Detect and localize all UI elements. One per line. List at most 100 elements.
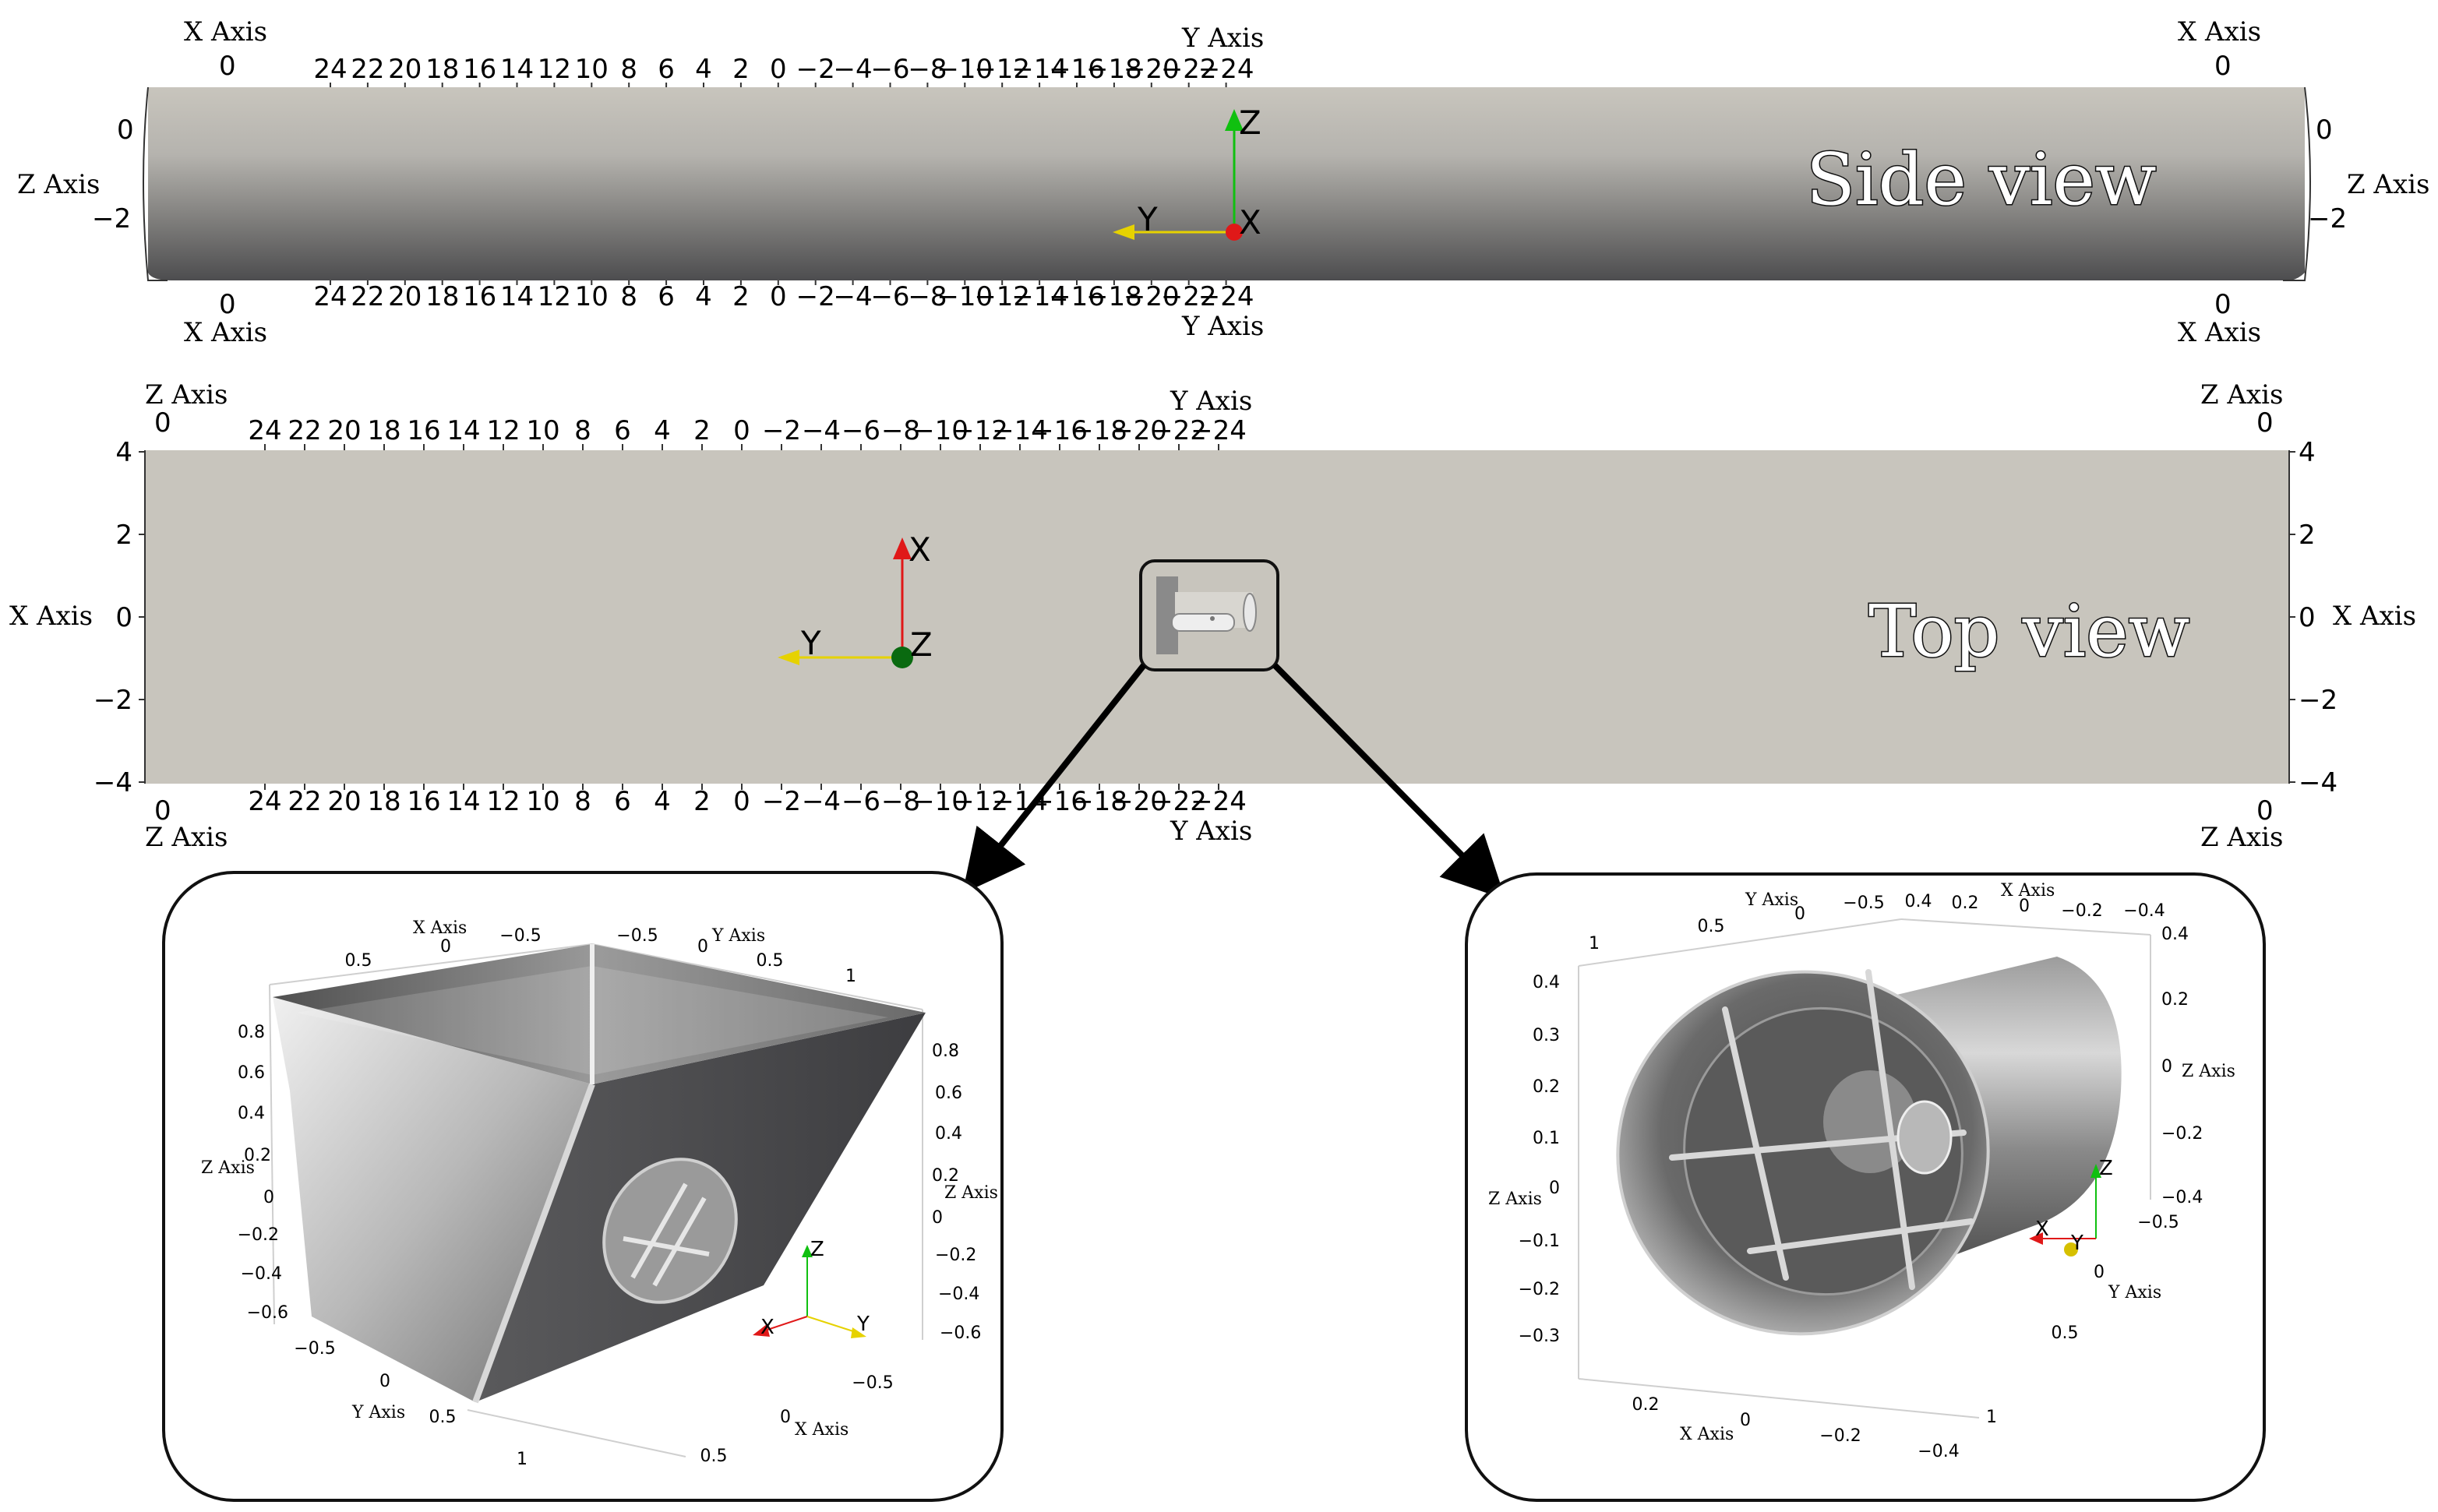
tick-label: −24 [1191,786,1247,817]
tick-label: 0 [1794,904,1805,924]
right-inset-x-axis-title-bottom: X Axis [1680,1425,1734,1444]
top-right-tick-labels: 420−2−4 [2289,437,2337,798]
tick-label: −0.5 [294,1339,335,1359]
tick-label: 12 [538,54,571,85]
right-inset-right-tick-labels: 0.40.20−0.2−0.4 [2161,925,2203,1207]
tick-label: 0.2 [1632,1395,1660,1415]
tick-label: −18 [1086,281,1142,312]
tick-label: −16 [1032,415,1088,446]
tick-label: 0 [733,786,750,817]
tick-label: 6 [658,281,675,312]
tick-label: 0.1 [1533,1129,1560,1148]
top-top-center-axis-title: Y Axis [1170,386,1252,417]
tick-label: 0 [2019,897,2030,916]
top-bottom-left-zero: 0 [154,795,171,826]
right-inset-z-axis-title-right: Z Axis [2182,1062,2235,1081]
left-inset-z-axis-title-left: Z Axis [201,1158,255,1178]
tick-label: 0.2 [932,1166,959,1186]
left-zoom-arrow [962,663,1147,894]
top-right-axis-title: X Axis [2333,601,2416,632]
tick-label: 2 [732,54,750,85]
tick-label: 1 [1589,934,1600,953]
tick-label: 12 [538,281,571,312]
tick-label: −20 [1124,54,1180,85]
tick-label: 14 [446,415,480,446]
tick-label: 20 [327,415,361,446]
left-inset-panel: Z X Y X Axis Y Axis Z Axis Z Axis Y Axis… [162,871,1004,1502]
tick-label: −6 [841,786,880,817]
tick-label: −0.2 [2161,1124,2203,1144]
side-right-axis-title: Z Axis [2347,169,2429,200]
tick-label: −14 [1011,281,1067,312]
x-axis-dot-icon [1226,224,1243,241]
tick-label: −0.5 [616,926,658,946]
tick-label: −0.6 [940,1323,981,1343]
zoom-highlight-box[interactable] [1139,559,1279,671]
tick-label: 0.2 [244,1146,271,1165]
tick-label: −0.3 [1519,1327,1560,1346]
side-bottom-right-axis-title: X Axis [2178,317,2261,348]
tick-label: −8 [881,415,920,446]
left-inset-x-axis-title-bottom: X Axis [795,1420,849,1440]
tick-label: 0.5 [429,1408,457,1427]
tick-label: 0 [770,281,787,312]
tick-label: −0.2 [238,1225,279,1245]
tick-label: 0.5 [2052,1323,2079,1343]
tick-label: 1 [517,1450,527,1469]
tick-label: 20 [388,54,422,85]
tick-label: 0 [1549,1179,1560,1198]
top-top-right-zero: 0 [2256,407,2274,439]
side-z-label: Z [1239,104,1261,142]
tick-label: −0.6 [247,1303,288,1323]
tick-label: 2 [732,281,750,312]
tick-label: −20 [1124,281,1180,312]
side-top-left-zero: 0 [219,51,236,82]
tick-label: 4 [695,281,712,312]
side-top-right-axis-title: X Axis [2178,16,2261,48]
top-left-axis-title: X Axis [9,601,93,632]
tick-label: 0.4 [2161,925,2189,944]
tick-label: −0.5 [1843,893,1884,913]
top-view-label: Top view [1868,590,2189,673]
top-view-orientation-axes: X Y Z [778,530,933,668]
tick-label: 0 [263,1188,274,1207]
tick-label: −10 [937,281,993,312]
tick-label: −0.4 [241,1264,282,1284]
side-top-center-axis-title: Y Axis [1181,23,1264,54]
tick-label: 24 [313,54,347,85]
tick-label: 0 [770,54,787,85]
right-inset-y-axis-title-top: Y Axis [1745,890,1798,910]
tick-label: −8 [908,54,947,85]
right-inset-z-axis-title-left: Z Axis [1488,1190,1542,1209]
tick-label: −10 [912,415,968,446]
tick-label: 12 [486,786,520,817]
z-axis-dot-icon [891,647,913,668]
tick-label: 0.2 [1533,1077,1560,1097]
tick-label: −20 [1111,415,1167,446]
tick-label: −0.2 [2061,901,2102,921]
tick-label: 0.5 [345,951,372,971]
tick-label: −2 [2299,685,2337,716]
tick-label: 0 [440,937,451,957]
right-inset-x-label: X [2035,1218,2049,1241]
side-bottom-center-axis-title: Y Axis [1181,311,1264,342]
tick-label: −16 [1049,281,1105,312]
tick-label: −2 [762,786,801,817]
top-top-left-axis-title: Z Axis [145,379,228,411]
tick-label: −24 [1191,415,1247,446]
tick-label: 1 [1986,1408,1997,1427]
tick-label: 4 [695,54,712,85]
tick-label: −0.2 [1519,1280,1560,1299]
tick-label: −12 [974,54,1030,85]
tick-label: −24 [1198,281,1254,312]
tick-label: −14 [992,415,1048,446]
tick-label: 16 [407,415,440,446]
left-inset-x-axis-title: X Axis [413,918,467,938]
tick-label: −4 [2299,767,2337,798]
tick-label: 0 [780,1408,791,1427]
side-bottom-left-axis-title: X Axis [184,317,267,348]
